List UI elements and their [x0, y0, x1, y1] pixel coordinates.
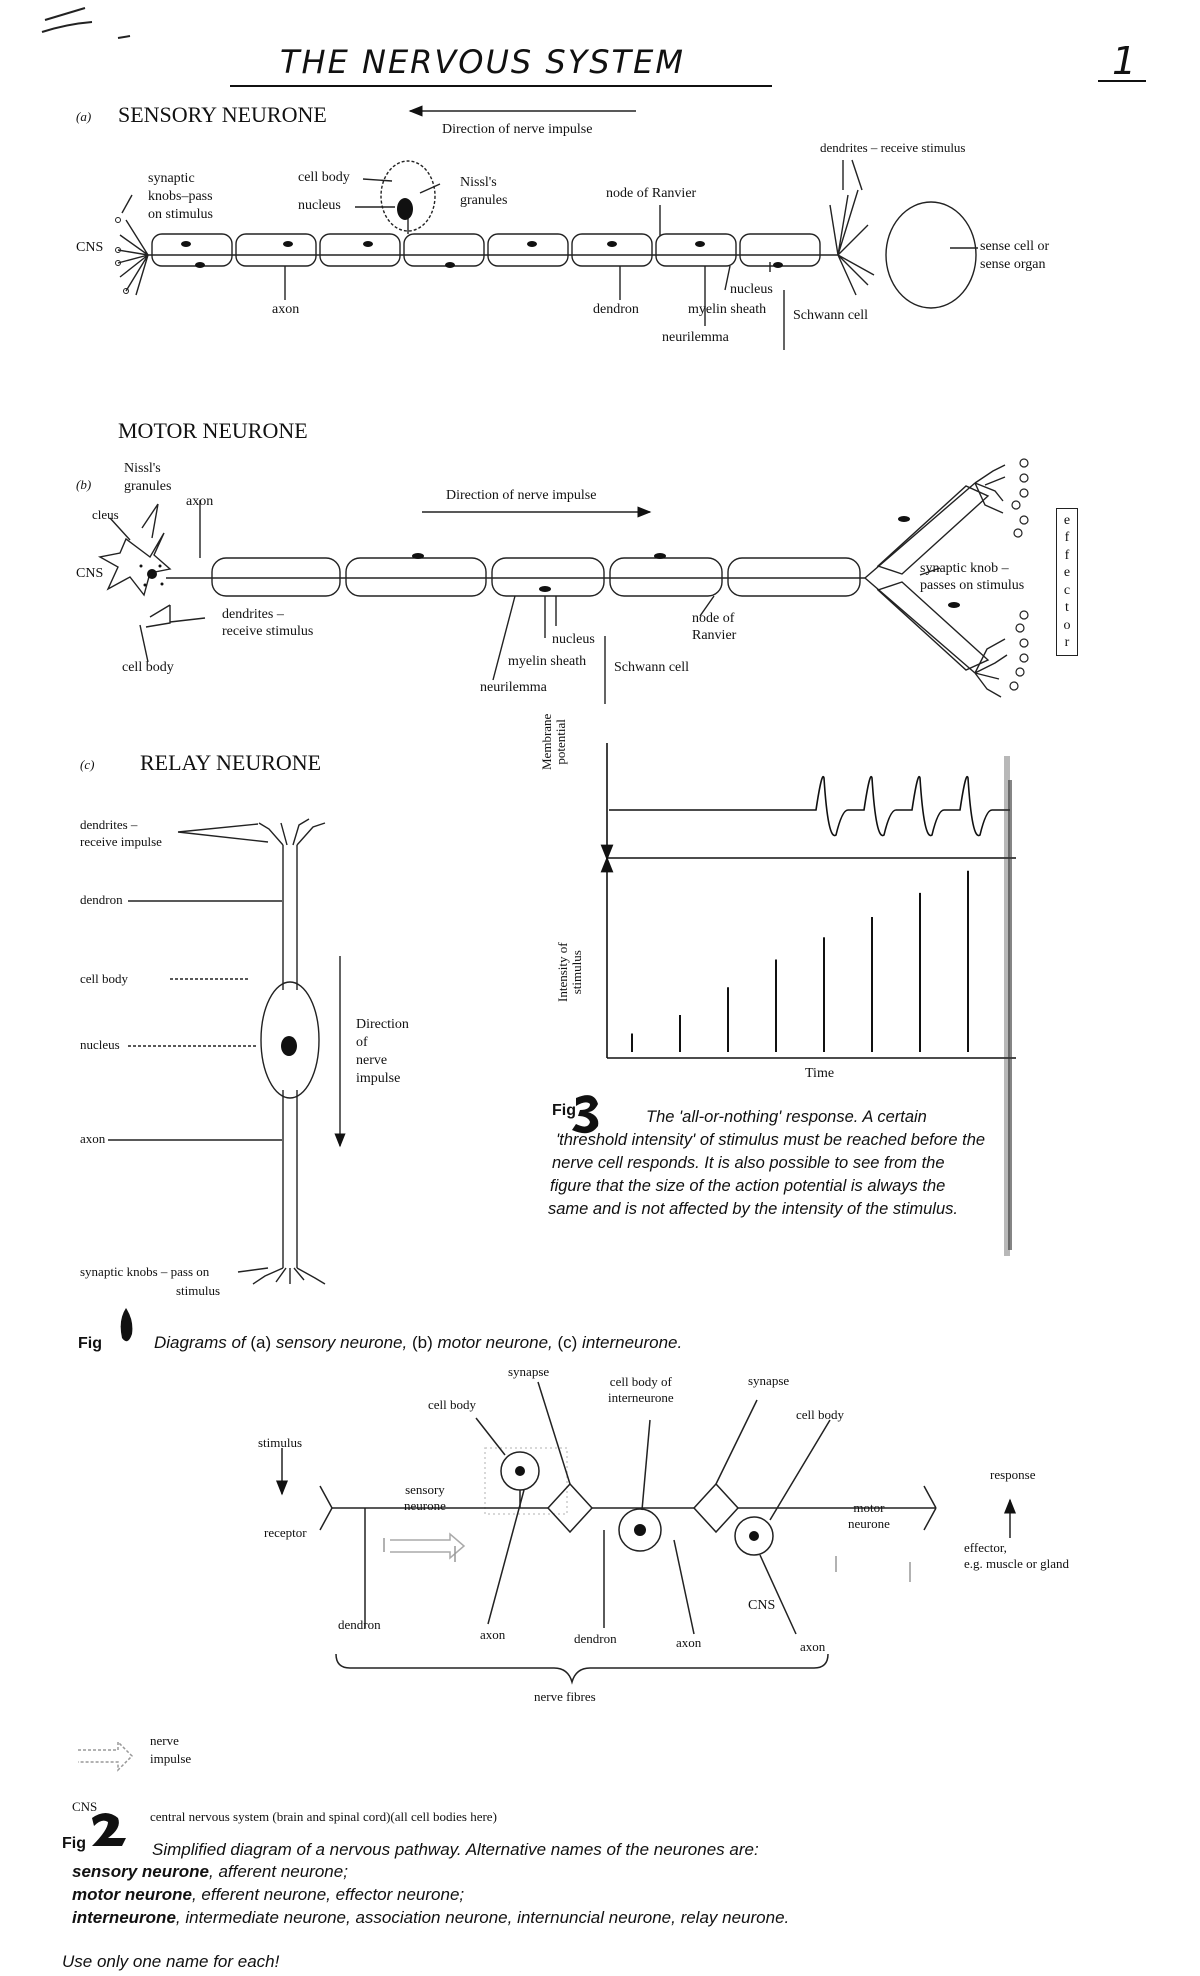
- fig3-axes: [600, 743, 1016, 1059]
- relay-letter: (c): [80, 757, 95, 772]
- fig2-label-dendron2: dendron: [574, 1631, 617, 1646]
- fig2-label-axon2: axon: [676, 1635, 702, 1650]
- label-node-ranvier: node of Ranvier: [606, 186, 697, 201]
- fig2-label-cns: CNS: [748, 1598, 776, 1613]
- label-neurilemma: neurilemma: [662, 330, 729, 345]
- fig2-footer: Use only one name for each!: [62, 1952, 280, 1971]
- motor-neurone-drawing: [97, 464, 1008, 704]
- label-nucleus: nucleus: [298, 198, 341, 213]
- sensory-heading: SENSORY NEURONE: [118, 102, 327, 127]
- fig2-label-response: response: [990, 1467, 1036, 1482]
- relay-label-cell-body: cell body: [80, 971, 129, 986]
- fig2-fig-label: Fig: [62, 1835, 86, 1852]
- sensory-direction-label: Direction of nerve impulse: [442, 122, 593, 137]
- relay-label-nucleus: nucleus: [80, 1037, 120, 1052]
- fig2-label-cell-body1: cell body: [428, 1397, 477, 1412]
- key-cns-definition: central nervous system (brain and spinal…: [150, 1809, 497, 1824]
- label-cell-body: cell body: [298, 170, 350, 185]
- relay-neurone-drawing: [108, 818, 346, 1285]
- key-cns: CNS: [72, 1799, 98, 1814]
- page-title: THE NERVOUS SYSTEM: [280, 43, 685, 81]
- label-myelin-sheath: myelin sheath: [688, 302, 767, 317]
- fig1-caption: Diagrams of (a) sensory neurone, (b) mot…: [154, 1333, 683, 1352]
- label-dendron: dendron: [593, 302, 639, 317]
- fig2-number-mark: [92, 1813, 126, 1846]
- fig3-xlabel: Time: [805, 1066, 835, 1081]
- fig3-caption: The 'all-or-nothing' response. A certain…: [548, 1108, 986, 1218]
- fig2-label-nerve-fibres: nerve fibres: [534, 1689, 596, 1704]
- fig2-label-synapse2: synapse: [748, 1373, 790, 1388]
- motor-label-nucleus: nucleus: [552, 632, 595, 647]
- fig2-caption: Simplified diagram of a nervous pathway.…: [152, 1840, 759, 1859]
- fig1-fig-label: Fig: [78, 1335, 102, 1352]
- pathway-nuclei: [515, 1466, 759, 1541]
- fig3-fig-label: Fig: [552, 1102, 576, 1119]
- label-axon: axon: [272, 302, 300, 317]
- motor-label-dendrites: dendrites –receive stimulus: [222, 607, 314, 639]
- motor-letter: (b): [76, 477, 92, 492]
- label-synaptic-knobs: synaptic knobs–pass on stimulus: [148, 171, 213, 222]
- label-nucleus-schwann: nucleus: [730, 282, 773, 297]
- motor-label-nucleus-cut: cleus: [92, 507, 119, 522]
- motor-direction-label: Direction of nerve impulse: [446, 488, 597, 503]
- fig3-page-edge-shadow: [1004, 756, 1012, 1256]
- motor-label-myelin: myelin sheath: [508, 654, 587, 669]
- motor-heading: MOTOR NEURONE: [118, 418, 308, 443]
- motor-label-cell-body: cell body: [122, 660, 174, 675]
- sensory-nuclei: [115, 198, 783, 294]
- fig3-chart-marks: [609, 775, 1010, 1052]
- motor-label-neurilemma: neurilemma: [480, 680, 547, 695]
- fig2-label-receptor: receptor: [264, 1525, 307, 1540]
- sensory-neurone-drawing: [117, 105, 978, 350]
- relay-heading: RELAY NEURONE: [140, 750, 322, 775]
- fig1-number-mark: [120, 1308, 133, 1342]
- fig2-label-dendron1: dendron: [338, 1617, 381, 1632]
- label-schwann-cell: Schwann cell: [793, 308, 869, 323]
- fig2-label-synapse1: synapse: [508, 1364, 550, 1379]
- relay-nucleus: [281, 1036, 297, 1056]
- fig3-number-mark: [572, 1095, 599, 1134]
- fig2-label-axon3: axon: [800, 1639, 826, 1654]
- relay-label-dendron: dendron: [80, 892, 123, 907]
- motor-label-cns: CNS: [76, 566, 104, 581]
- fig2-label-effector: effector,e.g. muscle or gland: [964, 1540, 1070, 1571]
- label-cns-sensory: CNS: [76, 240, 104, 255]
- motor-label-axon: axon: [186, 494, 214, 509]
- sensory-letter: (a): [76, 109, 92, 124]
- motor-synaptic-knobs: [1009, 458, 1029, 691]
- corner-scribble: [41, 7, 131, 39]
- motor-label-synaptic-knob: synaptic knob –passes on stimulus: [920, 561, 1025, 593]
- label-dendrites-receive: dendrites – receive stimulus: [820, 140, 966, 155]
- relay-label-synaptic: synaptic knobs – pass on stimulus: [80, 1264, 221, 1298]
- fig2-label-cell-body2: cell body: [796, 1407, 845, 1422]
- pathway-drawing: [78, 1381, 1016, 1772]
- motor-nuclei: [139, 516, 960, 608]
- fig2-label-axon1: axon: [480, 1627, 506, 1642]
- fig2-label-stimulus: stimulus: [258, 1435, 303, 1450]
- relay-label-axon: axon: [80, 1131, 106, 1146]
- relay-label-dendrites: dendrites –receive impulse: [80, 817, 162, 849]
- motor-label-schwann: Schwann cell: [614, 660, 690, 675]
- membrane-potential-trace: [609, 775, 1010, 837]
- fig2-alt-names: sensory neurone, afferent neurone; motor…: [72, 1862, 790, 1927]
- page-number: 1: [1112, 39, 1137, 83]
